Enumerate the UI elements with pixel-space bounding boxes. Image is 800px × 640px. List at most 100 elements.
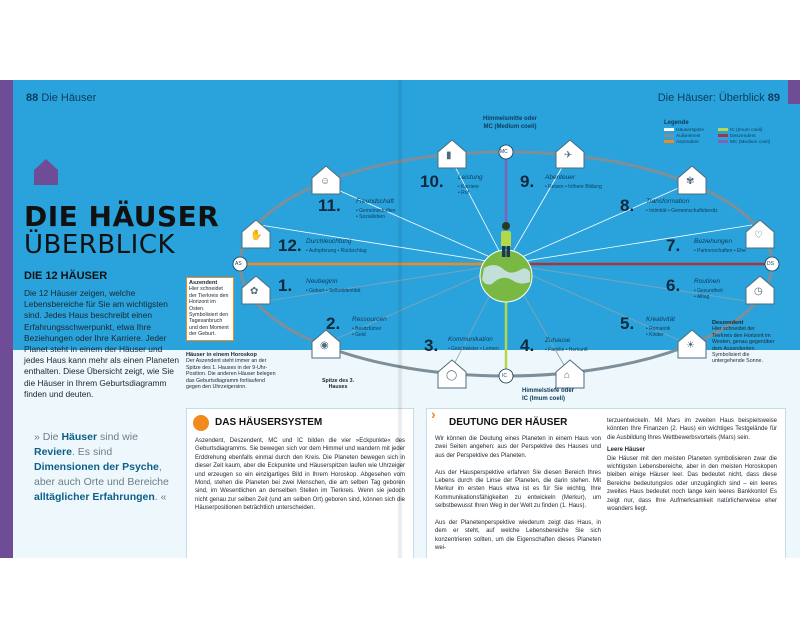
legend-swatch — [718, 128, 728, 132]
house-name: Transformation — [646, 198, 690, 205]
house-name: Kreativität — [646, 316, 675, 323]
book-spine — [397, 80, 403, 558]
house-number: 4. — [520, 336, 535, 355]
airplane-icon: ✈ — [564, 150, 573, 161]
house-name: Leistung — [458, 174, 483, 181]
descendant-note-text: Hier schneidet der Tierkreis den Horizon… — [712, 326, 775, 365]
left-header-title: Die Häuser — [41, 92, 97, 104]
house-number: 12. — [278, 236, 302, 255]
legend-swatch — [718, 140, 728, 144]
house-keywords: • Partnerschaften • Ehe — [694, 248, 746, 254]
earth-globe-icon — [479, 249, 533, 303]
house-keywords: • Geburt • Selbstidentität — [306, 288, 361, 294]
as-marker: AS — [235, 261, 242, 267]
house-keywords: • Intimität • Gemeinschaftsbesitz — [646, 208, 718, 214]
cusp-note: Spitze des 3. Hauses — [321, 378, 355, 391]
house-number: 2. — [326, 314, 341, 333]
house-number: 7. — [666, 236, 681, 255]
mc-label: Himmelsmitte oder MC (Medium coeli) — [482, 116, 537, 130]
houses-diagram — [232, 139, 780, 389]
gear-icon — [193, 415, 209, 431]
right-edge-tab — [788, 80, 800, 104]
legend-item: Außenkreis — [664, 134, 700, 139]
box-text-col1: Wir können die Deutung eines Planeten in… — [435, 436, 601, 552]
house-number: 3. — [424, 336, 439, 355]
house-cusp-lines — [259, 156, 753, 265]
house-number: 10. — [420, 172, 444, 191]
legend-item: Häuserspitze — [664, 128, 704, 133]
ic-marker: IC — [502, 373, 507, 379]
piggy-bank-icon: ◉ — [320, 340, 329, 351]
house-keywords: • Romantik • Kinder — [646, 326, 671, 338]
house-keywords: • Familie • Herkunft — [545, 347, 588, 353]
house-number: 8. — [620, 196, 635, 215]
legend-swatch — [664, 134, 674, 138]
legend-swatch — [718, 134, 728, 138]
book-spread: 88 Die Häuser Die Häuser: Überblick 89 — [0, 80, 800, 558]
legend-item: Deszendent — [718, 134, 756, 139]
houses-note-title: Häuser in einem Horoskop — [186, 352, 257, 358]
standing-person-icon — [501, 222, 511, 257]
page-subtitle: ÜBERBLICK — [24, 230, 176, 260]
chevron-right-icon: › — [431, 406, 436, 422]
house-keywords: • Besitztümer • Geld — [352, 326, 382, 338]
legend-swatch — [664, 128, 674, 132]
box-title: DEUTUNG DER HÄUSER — [449, 417, 568, 428]
house-name: Freundschaft — [356, 198, 394, 205]
box-text: Aszendent, Deszendent, MC und IC bilden … — [195, 438, 405, 512]
ic-label: Himmelstiefe oder IC (Imum coeli) — [522, 388, 575, 402]
house-name: Durchleuchtung — [306, 238, 352, 245]
house-number: 1. — [278, 276, 293, 295]
house-name: Ressourcen — [352, 316, 387, 323]
house-keywords: • Karriere • Ruf — [458, 184, 479, 196]
hands-icon: ✋ — [250, 230, 263, 241]
right-header-title: Die Häuser: Überblick — [657, 92, 765, 104]
legend-title: Legende — [664, 120, 689, 126]
left-edge-band — [0, 80, 13, 558]
legend-item: MC (Medium coeli) — [718, 140, 770, 145]
ds-marker: DS — [767, 261, 774, 267]
house-name: Kommunikation — [448, 336, 493, 343]
box-text-col2: terzuentwickeln. Mit Mars im zweiten Hau… — [607, 418, 777, 513]
left-running-header: 88 Die Häuser — [26, 92, 96, 104]
intro-heading: DIE 12 HÄUSER — [24, 270, 108, 282]
house-badges — [241, 139, 775, 389]
home-icon: ⌂ — [564, 370, 571, 381]
house-name: Abenteuer — [545, 174, 575, 181]
house-name: Neubeginn — [306, 278, 338, 285]
legend-swatch — [664, 140, 674, 144]
speech-bubble-icon: ◯ — [446, 370, 458, 381]
box-title: DAS HÄUSERSYSTEM — [215, 417, 323, 428]
house-name: Routinen — [694, 278, 721, 285]
house-number: 11. — [318, 196, 341, 215]
house-keywords: • Reisen • höhere Bildung — [545, 184, 602, 190]
lightbulb-icon: ☀ — [686, 340, 695, 351]
axis-markers — [232, 144, 780, 384]
house-logo-icon — [34, 159, 58, 185]
house-keywords: • Gemeinschaften • Sozialleben — [356, 208, 396, 220]
house-number: 6. — [666, 276, 681, 295]
legend-item: Aszendent — [664, 140, 699, 145]
houses-in-horoscope-note: Häuser in einem Horoskop Der Aszendent s… — [186, 352, 278, 390]
ascendant-note: Aszendent Hier schneidet der Tierkreis d… — [186, 277, 234, 341]
legend-item: IC (Imum coeli) — [718, 128, 763, 133]
pull-quote: » Die Häuser sind wie Reviere. Es sind D… — [34, 431, 169, 503]
right-running-header: Die Häuser: Überblick 89 — [658, 92, 780, 104]
house-number: 5. — [620, 314, 635, 333]
haeusersystem-box: DAS HÄUSERSYSTEM Aszendent, Deszendent, … — [186, 408, 414, 558]
descendant-note-title: Deszendent — [712, 320, 744, 326]
house-number: 9. — [520, 172, 535, 191]
clock-icon: ◷ — [754, 286, 763, 297]
ascendant-note-title: Aszendent — [189, 280, 218, 286]
house-name: Beziehungen — [694, 238, 732, 245]
mc-marker: MC — [500, 149, 508, 155]
house-name: Zuhause — [545, 337, 571, 344]
house-keywords: • Aufopferung • Rückschlag — [306, 248, 367, 254]
descendant-note: Deszendent Hier schneidet der Tierkreis … — [712, 320, 776, 365]
bar-chart-icon: ▮ — [446, 150, 452, 161]
ascendant-note-text: Hier schneidet der Tierkreis den Horizon… — [189, 286, 229, 338]
left-page-number: 88 — [26, 92, 39, 104]
empty-houses-heading: Leere Häuser — [607, 447, 646, 454]
houses-note-text: Der Aszendent steht immer an der Spitze … — [186, 358, 276, 391]
house-keywords: • Gesundheit • Alltag — [694, 288, 723, 300]
